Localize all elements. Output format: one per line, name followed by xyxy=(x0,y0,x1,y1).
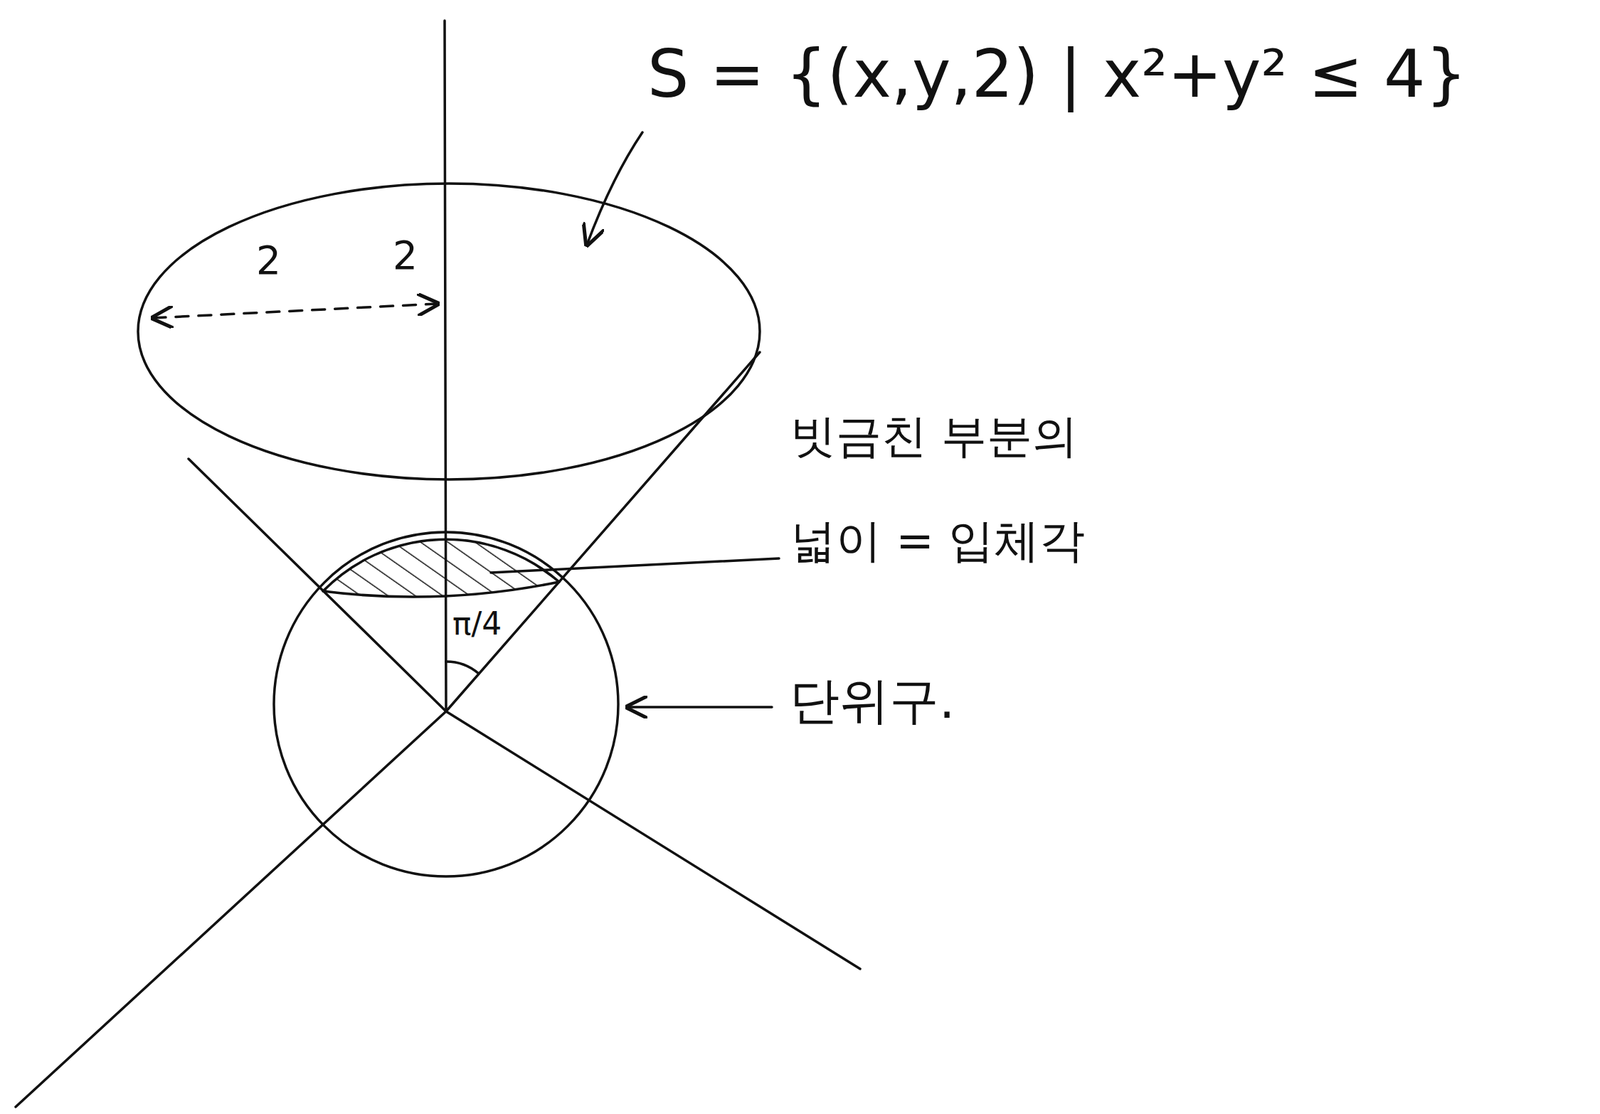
disk-s xyxy=(138,183,760,480)
leader-arrow xyxy=(627,705,772,709)
dimension-label: 2 xyxy=(256,238,282,284)
unit-sphere xyxy=(273,532,619,877)
leader-line xyxy=(490,558,780,573)
cone-edge xyxy=(446,352,760,712)
angle-label: π/4 xyxy=(452,606,502,643)
angle-arc xyxy=(446,661,479,674)
note-text: 빗금친 부분의 넓이 = 입체각 xyxy=(790,384,1118,594)
radius-dimension xyxy=(152,303,438,319)
leader-arrow xyxy=(586,132,643,245)
dimension-label: 2 xyxy=(392,233,418,279)
set-definition: S = {(x,y,2) | x²+y² ≤ 4} xyxy=(647,36,1467,113)
hatched-cap xyxy=(322,539,560,597)
y-axis xyxy=(446,711,861,969)
callout-label: 단위구. xyxy=(789,672,955,730)
x-axis xyxy=(15,711,447,1107)
z-axis xyxy=(444,20,447,712)
